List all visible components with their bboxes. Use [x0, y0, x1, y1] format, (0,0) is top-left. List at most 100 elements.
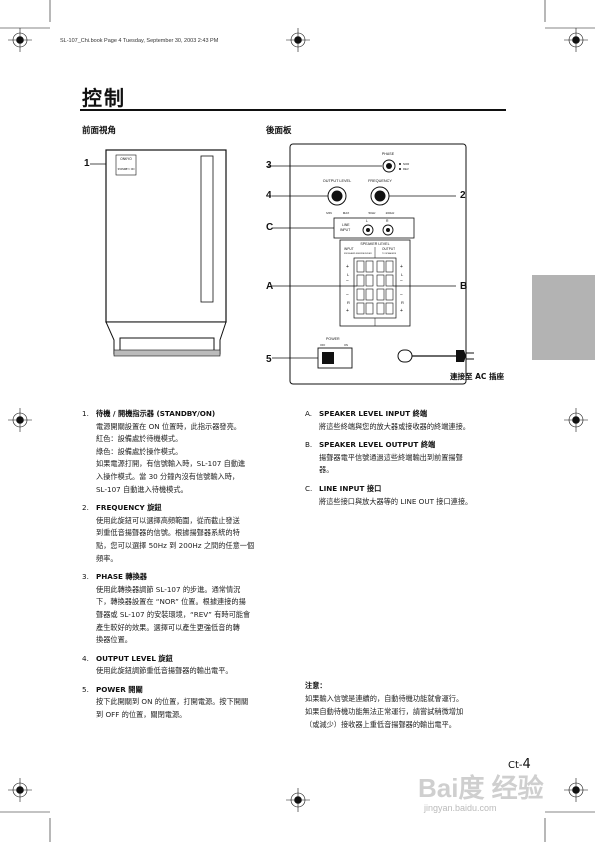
terminal-r-left: R — [347, 300, 350, 305]
rear-panel-heading: 後面板 — [266, 126, 292, 136]
item-number: 1. — [82, 409, 89, 418]
reg-mark-ml — [8, 408, 32, 432]
speaker-input-sub: FROM AMPLIFIER/RECEIVER — [344, 252, 372, 255]
line-l: L — [366, 219, 368, 223]
controls-list-right: A. SPEAKER LEVEL INPUT 終端 將這些終端與您的放大器或接收器… — [305, 408, 520, 514]
callout-2: 2 — [460, 190, 466, 201]
list-item-b: B. SPEAKER LEVEL OUTPUT 終端 揚聲器電平信號通過這些終端輸… — [305, 439, 520, 477]
item-line: 使用此轉換器調節 SL-107 的步進。通常情況 — [96, 584, 241, 594]
item-line: 綠色：設備處於操作模式。 — [96, 446, 183, 456]
item-line: 點，您可以選擇 50Hz 到 200Hz 之間的任意一個 — [96, 540, 255, 550]
list-item-3: 3. PHASE 轉換器 使用此轉換器調節 SL-107 的步進。通常情況 下，轉… — [82, 571, 297, 647]
page-title: 控制 — [82, 86, 126, 110]
note-heading: 注意： — [305, 681, 327, 690]
item-title: LINE INPUT 接口 — [319, 483, 382, 493]
watermark-logo: Bai度 经验 — [418, 773, 544, 803]
svg-text:INPUT: INPUT — [340, 228, 350, 232]
item-line: 到 OFF 的位置，關閉電源。 — [96, 710, 187, 720]
front-label-plate — [115, 154, 137, 176]
terminal-r-right: R — [401, 300, 404, 305]
item-line: 如果電源打開，有信號輸入時，SL-107 自動進 — [96, 459, 246, 469]
output-level-label: OUTPUT LEVEL — [323, 179, 351, 183]
frequency-label: FREQUENCY — [368, 179, 392, 183]
item-title: POWER 開關 — [96, 684, 143, 694]
front-view-heading: 前面視角 — [82, 126, 117, 136]
power-label: POWER — [326, 337, 340, 341]
terminal-plus-3: + — [400, 264, 403, 270]
reg-mark-tc — [286, 28, 310, 52]
terminal-plus-4: + — [400, 308, 403, 314]
item-line: 下，轉換器設置在 “NOR” 位置。根據連接的揚 — [96, 597, 246, 607]
reg-mark-tr — [564, 28, 588, 52]
reg-mark-br — [564, 778, 588, 802]
note-line: （或減少）接收器上重低音揚聲器的輸出電平。 — [305, 720, 456, 729]
terminal-l-right: L — [401, 272, 404, 277]
item-title: FREQUENCY 旋鈕 — [96, 503, 162, 513]
title-rule — [80, 109, 506, 111]
item-title: OUTPUT LEVEL 旋鈕 — [96, 653, 173, 663]
list-item-4: 4.OUTPUT LEVEL 旋鈕 使用此旋鈕調節重低音揚聲器的輸出電平。 — [82, 653, 297, 678]
item-line: 到重低音揚聲器的信號。根據揚聲器系統的特 — [96, 528, 240, 538]
item-number: 4. — [82, 653, 89, 663]
frequency-max: 200Hz — [386, 211, 395, 215]
callout-1: 1 — [84, 158, 90, 169]
phase-label: PHASE — [382, 152, 395, 156]
ac-outlet-label: 連接至 AC 插座 — [450, 372, 505, 381]
speaker-level-label: SPEAKER LEVEL — [360, 242, 389, 246]
terminal-minus-4: − — [400, 292, 403, 298]
item-number: A. — [305, 409, 313, 418]
item-line: 揚聲器電平信號通過這些終端輸出到前置揚聲 — [319, 452, 463, 462]
indicator-label: STANDBY / ON — [118, 168, 135, 171]
file-info-header: SL-107_Chi.book Page 4 Tuesday, Septembe… — [60, 38, 219, 44]
speaker-input-label: INPUT — [344, 247, 354, 251]
item-number: 5. — [82, 684, 89, 694]
front-view-illustration: ONKYO STANDBY / ON — [90, 149, 227, 357]
speaker-output-label: OUTPUT — [382, 247, 395, 251]
watermark-url: jingyan.baidu.com — [424, 803, 497, 813]
page-number-value: 4 — [522, 757, 531, 772]
item-title: 待機 / 開機指示器 (STANDBY/ON) — [96, 409, 216, 418]
item-line: 聲器或 SL-107 的安裝環境，“REV” 有時可能會 — [96, 609, 251, 619]
power-off: OFF — [320, 343, 326, 347]
line-r: R — [386, 219, 389, 223]
terminal-minus-3: − — [400, 278, 403, 284]
callout-4: 4 — [266, 190, 272, 201]
callout-c: C — [266, 222, 274, 233]
item-line: 產生較好的效果。選擇可以產生更強低音的轉 — [96, 622, 240, 632]
item-title: PHASE 轉換器 — [96, 572, 147, 582]
item-line: 頻率。 — [96, 553, 118, 563]
power-on: ON — [344, 343, 348, 347]
note-line: 如果自動待機功能無法正常運行，請嘗試稍微增加 — [305, 707, 464, 716]
terminal-minus-2: − — [346, 292, 349, 298]
list-item-2: 2. FREQUENCY 旋鈕 使用此旋鈕可以選擇高頻範圍，從而截止發送 到重低音… — [82, 502, 297, 565]
brand-label: ONKYO — [120, 157, 132, 161]
note-box: 注意： 如果輸入信號是連續的，自動待機功能就會運行。 如果自動待機功能無法正常運… — [305, 679, 520, 731]
speaker-output-sub: TO SPEAKERS — [382, 252, 397, 255]
item-line: 將這些接口與放大器等的 LINE OUT 接口連接。 — [319, 496, 473, 506]
controls-list-left: 1.待機 / 開機指示器 (STANDBY/ON) 電源開關設置在 ON 位置時… — [82, 408, 297, 728]
item-line: 換器位置。 — [96, 635, 132, 645]
terminal-plus-2: + — [346, 308, 349, 314]
callout-b: B — [460, 281, 468, 292]
output-level-min: MIN — [326, 211, 332, 215]
item-number: 2. — [82, 503, 89, 513]
item-title: SPEAKER LEVEL INPUT 終端 — [319, 409, 428, 418]
note-line: 如果輸入信號是連續的，自動待機功能就會運行。 — [305, 694, 464, 703]
line-input-label: LINE — [342, 223, 350, 227]
phase-nor: NOR — [403, 162, 409, 166]
reg-mark-bc — [286, 788, 310, 812]
item-line: 使用此旋鈕可以選擇高頻範圍，從而截止發送 — [96, 515, 240, 525]
terminal-l-left: L — [347, 272, 350, 277]
terminal-minus-1: − — [346, 278, 349, 284]
item-line: 將這些終端與您的放大器或接收器的終端連接。 — [319, 421, 470, 431]
item-number: 3. — [82, 572, 89, 582]
item-number: C. — [305, 483, 313, 493]
item-line: 按下此開關到 ON 的位置，打開電源。按下開關 — [96, 697, 249, 707]
item-line: SL-107 自動進入待機模式。 — [96, 484, 188, 494]
item-line: 紅色：設備處於待機模式。 — [96, 434, 183, 444]
phase-rev: REV — [403, 167, 409, 171]
item-number: B. — [305, 440, 313, 450]
item-line: 器。 — [319, 465, 334, 475]
item-title: SPEAKER LEVEL OUTPUT 終端 — [319, 440, 436, 450]
